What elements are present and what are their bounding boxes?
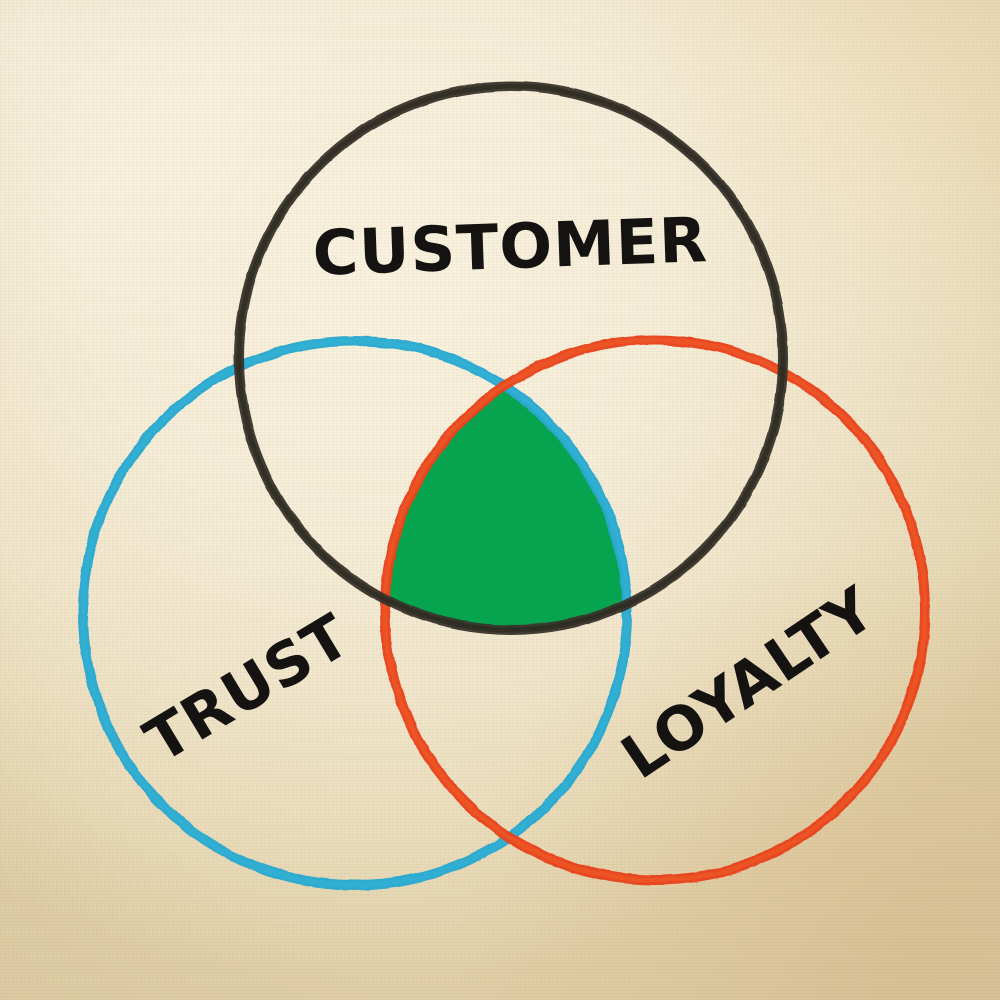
label-customer: CUSTOMER (311, 203, 709, 290)
label-trust: TRUST (133, 601, 362, 777)
circle-outline-customer (234, 81, 788, 635)
label-loyalty: LOYALTY (610, 573, 889, 793)
circle-outline-trust (78, 336, 632, 890)
circle-outline-loyalty (380, 335, 930, 885)
